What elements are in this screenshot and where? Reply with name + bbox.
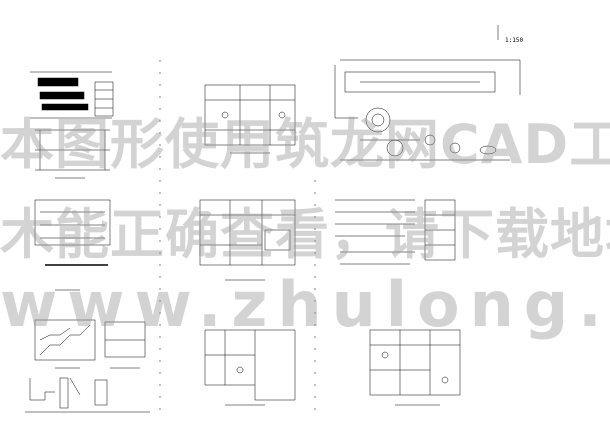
drawing-site-plan — [334, 25, 521, 161]
drawing-design-notes — [335, 199, 456, 265]
drawing-floor-plan-ground — [204, 329, 296, 406]
drawing-floor-plan-second — [199, 199, 296, 281]
drawing-section-elevation-lower — [34, 199, 111, 291]
drawing-details-bottom-left — [25, 377, 150, 413]
scale-label: 1:150 — [505, 37, 524, 44]
drawing-floor-plan-roof — [204, 84, 296, 154]
drawing-section-elevation-top — [30, 71, 114, 119]
drawing-stair-section — [34, 319, 146, 369]
drawing-section-elevation-mid — [35, 129, 110, 179]
drawing-floor-plan-first — [369, 329, 461, 406]
